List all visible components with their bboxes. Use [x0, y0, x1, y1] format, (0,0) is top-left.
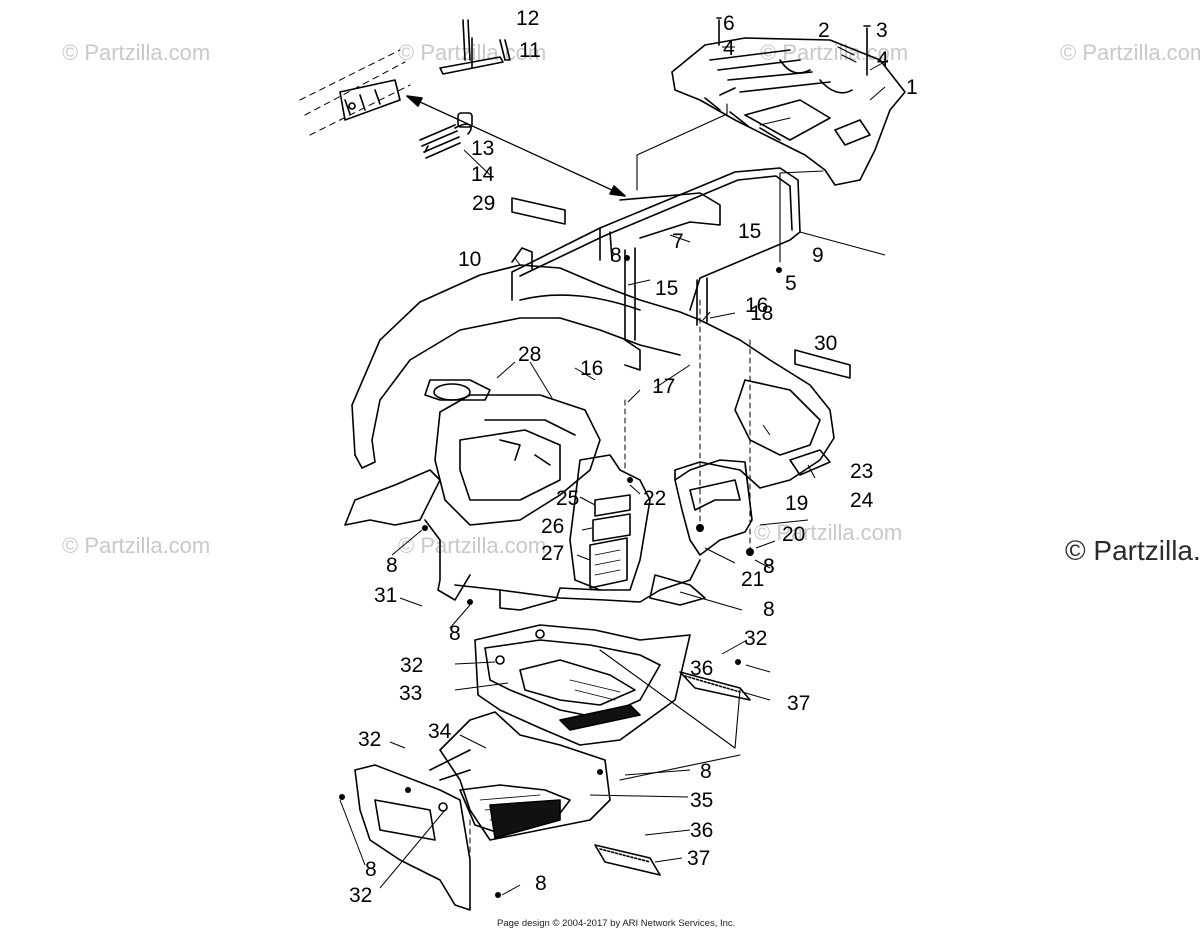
hardware-markers: [339, 255, 782, 898]
callout-2: 2: [818, 19, 830, 42]
watermark: © Partzilla.com: [754, 520, 903, 545]
rear-fender-body: [344, 264, 835, 611]
callout-8: 8: [700, 760, 712, 783]
callout-37: 37: [687, 847, 710, 870]
callout-32: 32: [358, 728, 381, 751]
callout-3: 3: [876, 19, 888, 42]
rear-rack-cover: [671, 37, 906, 186]
callout-15: 15: [738, 220, 761, 243]
callout-26: 26: [541, 515, 564, 538]
callout-14: 14: [471, 163, 495, 186]
callout-7: 7: [672, 230, 684, 253]
watermark: © Partzilla.com: [398, 533, 547, 558]
callout-37: 37: [787, 692, 810, 715]
callout-21: 21: [741, 568, 764, 591]
callout-9: 9: [812, 244, 824, 267]
callout-4: 4: [877, 48, 889, 71]
right-footwell: [474, 624, 691, 746]
callout-29: 29: [472, 192, 495, 215]
callout-8: 8: [365, 858, 377, 881]
callout-18: 18: [750, 302, 773, 325]
left-footwell: [354, 711, 611, 911]
callout-8: 8: [386, 554, 398, 577]
callout-8: 8: [610, 244, 622, 267]
callout-28: 28: [518, 343, 541, 366]
callout-8: 8: [449, 622, 461, 645]
watermark-edge: © Partzilla.c: [1065, 535, 1200, 566]
callout-32: 32: [349, 884, 372, 907]
callout-33: 33: [399, 682, 422, 705]
hitch-pin-assembly: [299, 19, 511, 159]
callout-leaders: [339, 46, 889, 896]
callout-16: 16: [745, 294, 768, 317]
callout-22: 22: [643, 487, 666, 510]
callout-32: 32: [400, 654, 423, 677]
callout-6: 6: [723, 12, 735, 35]
callout-4: 4: [723, 37, 735, 60]
rack-frame: [511, 167, 801, 371]
callout-35: 35: [690, 789, 713, 812]
callout-23: 23: [850, 460, 873, 483]
callout-1: 1: [906, 76, 918, 99]
callout-31: 31: [374, 584, 397, 607]
callout-30: 30: [814, 332, 837, 355]
callout-24: 24: [850, 489, 874, 512]
callout-36: 36: [690, 657, 713, 680]
page-footer: Page design © 2004-2017 by ARI Network S…: [497, 918, 736, 929]
callout-5: 5: [785, 272, 797, 295]
callout-15: 15: [655, 277, 678, 300]
callout-8: 8: [763, 555, 775, 578]
watermark: © Partzilla.com: [62, 40, 211, 65]
callout-10: 10: [458, 248, 481, 271]
callout-8: 8: [763, 555, 775, 578]
watermark: © Partzilla.com: [760, 40, 909, 65]
callout-13: 13: [471, 137, 494, 160]
callout-25: 25: [556, 487, 579, 510]
callout-8: 8: [535, 872, 547, 895]
callout-17: 17: [652, 375, 675, 398]
callout-27: 27: [541, 542, 564, 565]
callout-8: 8: [763, 598, 775, 621]
watermark: © Partzilla.com: [1060, 40, 1200, 65]
callout-34: 34: [428, 720, 452, 743]
callout-36: 36: [690, 819, 713, 842]
callout-16: 16: [580, 357, 603, 380]
callout-12: 12: [516, 7, 539, 30]
callout-11: 11: [519, 39, 541, 62]
watermark: © Partzilla.com: [62, 533, 211, 558]
callout-20: 20: [782, 523, 805, 546]
callout-19: 19: [785, 492, 808, 515]
callout-32: 32: [744, 627, 767, 650]
